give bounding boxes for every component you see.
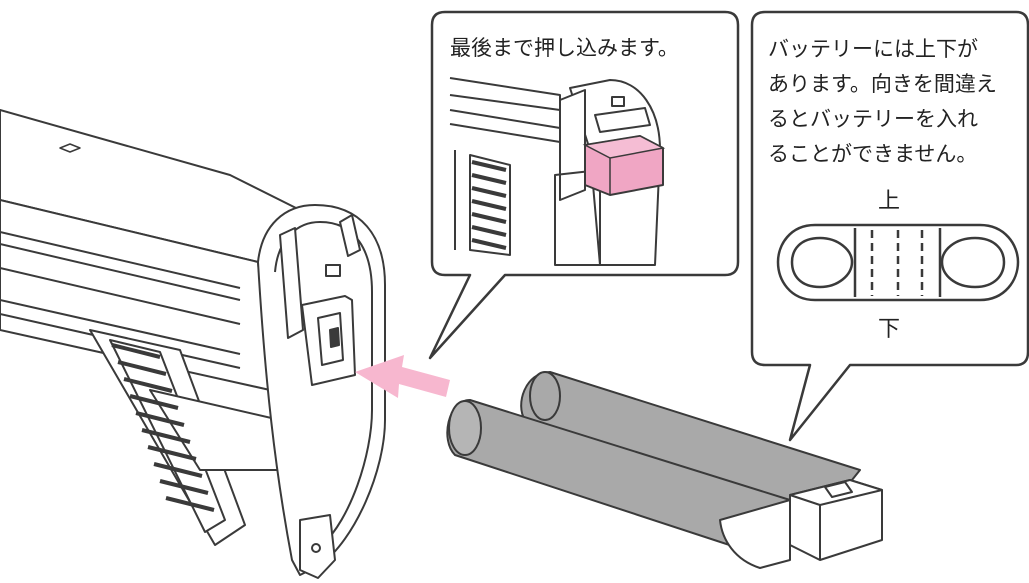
label-bottom: 下 — [878, 317, 900, 342]
handle-grip-ridges — [111, 343, 215, 512]
callout-orientation-line-2: あります。向きを間違え — [768, 72, 997, 96]
insert-arrow — [355, 355, 450, 398]
callout-orientation-line-4: ることができません。 — [768, 142, 977, 166]
device-end-cap — [257, 204, 386, 579]
label-top: 上 — [878, 189, 900, 214]
battery-pack — [446, 371, 883, 569]
callout-push: 最後まで押し込みます。 — [428, 10, 740, 360]
callout-push-ridges — [471, 160, 507, 250]
battery-end-view — [776, 223, 1020, 302]
callout-push-text: 最後まで押し込みます。 — [450, 36, 679, 60]
callout-orientation: バッテリーには上下が あります。向きを間違え るとバッテリーを入れ ることができ… — [750, 10, 1029, 442]
callout-orientation-line-1: バッテリーには上下が — [768, 37, 978, 61]
callout-orientation-line-3: るとバッテリーを入れ — [768, 107, 978, 131]
